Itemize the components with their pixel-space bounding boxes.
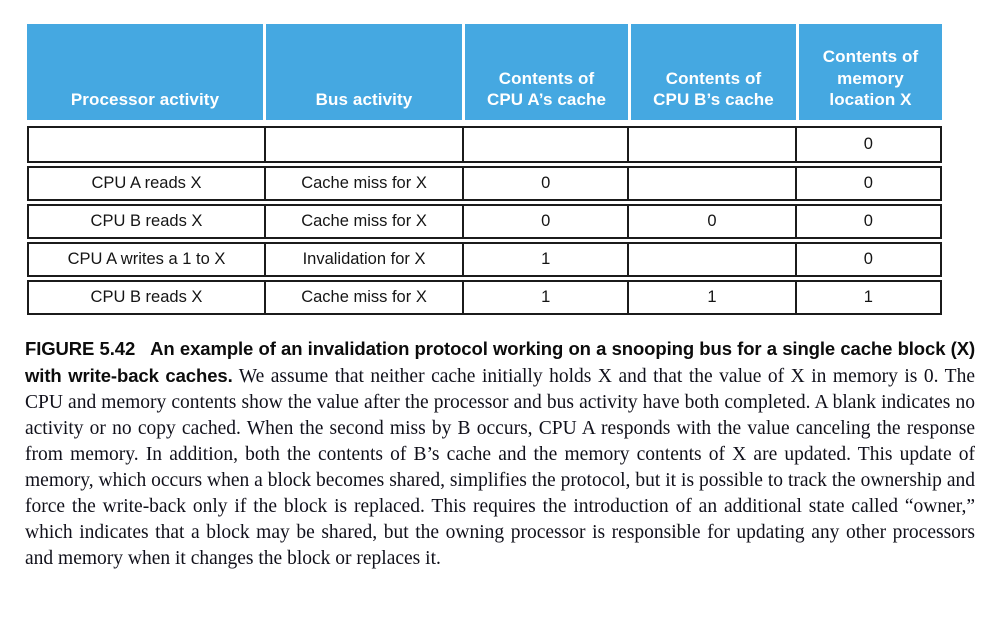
figure-number: FIGURE 5.42 (25, 338, 136, 359)
table-body: 0 CPU A reads X Cache miss for X 0 0 CPU… (27, 126, 942, 315)
header-cell-memory-location: Contents of memory location X (796, 24, 942, 120)
table-row: CPU A writes a 1 to X Invalidation for X… (27, 242, 942, 277)
table-cell: CPU B reads X (90, 212, 203, 230)
table-cell: 1 (462, 244, 627, 275)
table-cell: 0 (627, 206, 794, 237)
table-cell (627, 128, 794, 161)
table-cell: Cache miss for X (263, 282, 462, 313)
table-cell: CPU A reads X (91, 174, 202, 192)
table-cell (462, 128, 627, 161)
table-row: 0 (27, 126, 942, 163)
figure-caption-body: We assume that neither cache initially h… (25, 366, 975, 569)
table-row: CPU A reads X Cache miss for X 0 0 (27, 166, 942, 201)
table-cell: Invalidation for X (263, 244, 462, 275)
figure-title: An example of an invalidation protocol w… (25, 338, 976, 386)
table-cell: Cache miss for X (263, 168, 462, 199)
table-cell (263, 128, 462, 161)
table-cell: 1 (462, 282, 627, 313)
table-cell: 1 (627, 282, 794, 313)
header-cell-bus-activity: Bus activity (263, 24, 462, 120)
header-cell-cpu-a-cache: Contents of CPU A’s cache (462, 24, 628, 120)
table-row: CPU B reads X Cache miss for X 1 1 1 (27, 280, 942, 315)
table-cell (627, 244, 794, 275)
header-cell-cpu-b-cache: Contents of CPU B’s cache (628, 24, 796, 120)
table-cell: 0 (794, 128, 940, 161)
table-cell: 0 (462, 206, 627, 237)
table-header-row: Processor activity Bus activity Contents… (27, 24, 942, 120)
header-cell-processor-activity: Processor activity (27, 24, 263, 120)
table-cell (29, 128, 264, 161)
table-cell: 0 (794, 168, 940, 199)
table-cell: 0 (794, 206, 940, 237)
table-cell: CPU B reads X (90, 288, 203, 306)
table-cell: 0 (794, 244, 940, 275)
table-cell: CPU A writes a 1 to X (67, 250, 226, 268)
table-cell (627, 168, 794, 199)
table-row: CPU B reads X Cache miss for X 0 0 0 (27, 204, 942, 239)
table-cell: 0 (462, 168, 627, 199)
table-cell: Cache miss for X (263, 206, 462, 237)
cache-coherence-table: Processor activity Bus activity Contents… (27, 24, 942, 315)
table-cell: 1 (794, 282, 940, 313)
